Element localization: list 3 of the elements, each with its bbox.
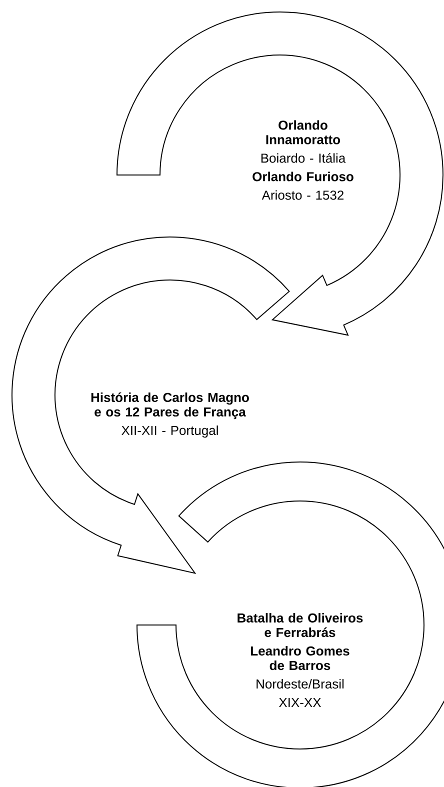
circular-band: Batalha de Oliveiros e Ferrabrás Leandro Gomes de Barros Nordeste/Brasil XIX-XX — [136, 462, 444, 787]
circular-band: História de Carlos Magno e os 12 Pares de França XII-XII - Portugal — [12, 236, 290, 574]
circular-band: Orlando Innamoratto Boiardo - Itália Orlando Furioso Ariosto - 1532 — [116, 12, 444, 336]
